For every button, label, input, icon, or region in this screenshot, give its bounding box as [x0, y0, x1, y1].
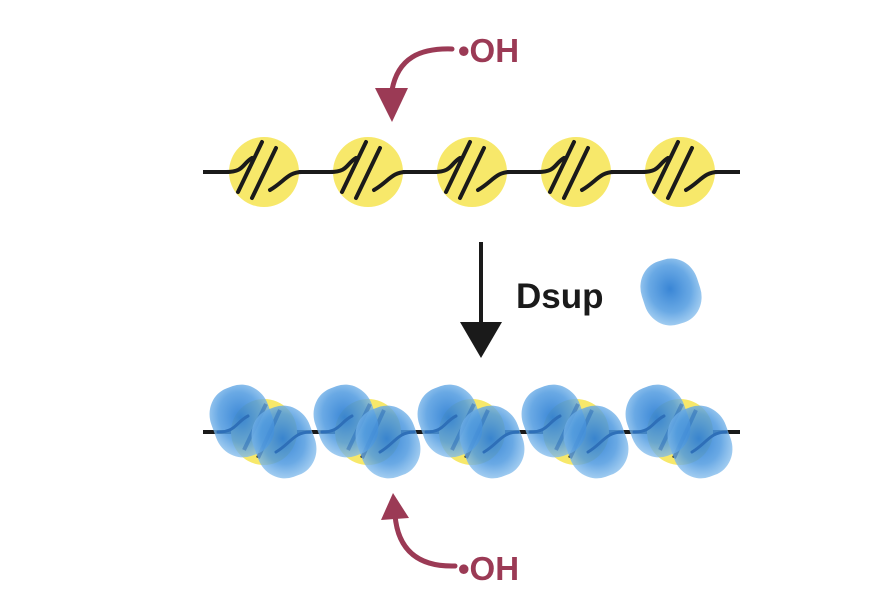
dsup-protected-chromatin — [203, 384, 740, 479]
dsup-bound-nucleosome — [209, 384, 317, 479]
dsup-protein-icon — [640, 258, 702, 326]
dsup-bound-nucleosome — [625, 384, 733, 479]
nucleosome — [640, 137, 720, 207]
hydroxyl-radical-label-top: •OH — [458, 32, 519, 69]
hydroxyl-radical-label-bottom: •OH — [458, 550, 519, 587]
down-arrow-icon — [460, 242, 502, 358]
naked-chromatin — [203, 137, 740, 207]
dsup-label: Dsup — [516, 277, 604, 316]
dsup-bound-nucleosome — [313, 384, 421, 479]
nucleosome — [328, 137, 408, 207]
nucleosome — [432, 137, 512, 207]
nucleosome — [536, 137, 616, 207]
nucleosome — [224, 137, 304, 207]
dsup-bound-nucleosome — [521, 384, 629, 479]
dsup-bound-nucleosome — [417, 384, 525, 479]
curved-arrow-icon — [375, 46, 455, 122]
blocked-radical-arrow-icon — [381, 493, 458, 569]
